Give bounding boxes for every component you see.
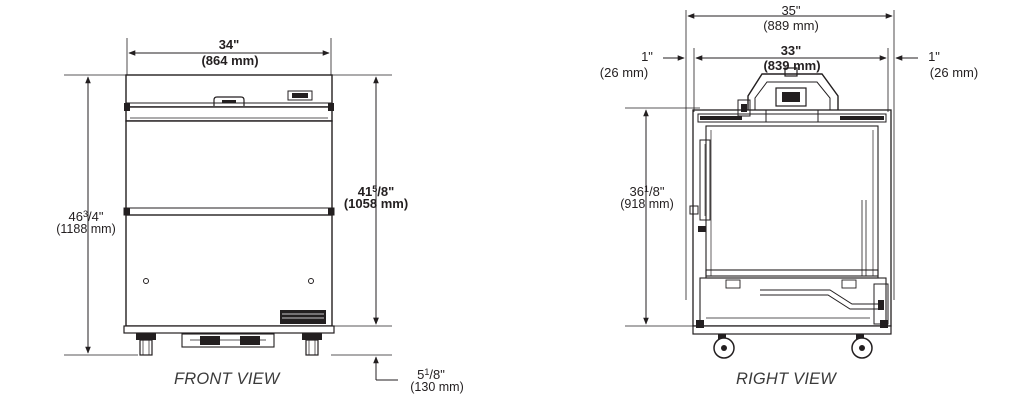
- right-right-offset-inches: 1": [928, 49, 940, 64]
- right-body-width-inches: 33": [780, 43, 802, 58]
- right-right-offset-mm: (26 mm): [929, 65, 979, 80]
- right-body-width-mm: (839 mm): [763, 58, 821, 73]
- front-caster-left: [136, 333, 156, 356]
- right-interior-height-mm: (918 mm): [620, 197, 674, 211]
- front-vent: [280, 310, 326, 324]
- front-cabinet-height-inches: 415/8": [357, 184, 395, 199]
- front-upper-door: [125, 120, 333, 214]
- front-cabinet-height-mm: (1058 mm): [343, 196, 409, 211]
- right-view-drawing: [625, 10, 918, 359]
- front-caster-right: [302, 333, 322, 356]
- right-left-offset-inches: 1": [641, 49, 653, 64]
- front-width-inches: 34": [218, 37, 240, 52]
- right-wheel-right: [851, 334, 873, 359]
- front-total-height-mm: (1188 mm): [56, 222, 116, 236]
- front-width-mm: (864 mm): [201, 53, 259, 68]
- right-view-caption: RIGHT VIEW: [736, 370, 837, 388]
- front-view-drawing: [64, 38, 398, 381]
- front-lower-door: [125, 214, 333, 327]
- front-total-height-inches: 463/4": [68, 209, 104, 224]
- front-caster-height-inches: 51/8": [417, 367, 445, 382]
- right-interior-height-inches: 361/8": [629, 184, 665, 199]
- right-wheel-left: [713, 334, 735, 359]
- right-total-width-mm: (889 mm): [763, 18, 819, 33]
- right-left-offset-mm: (26 mm): [599, 65, 649, 80]
- front-view-caption: FRONT VIEW: [174, 370, 280, 388]
- right-total-width-inches: 35": [781, 3, 801, 18]
- front-caster-height-mm: (130 mm): [410, 380, 464, 394]
- right-cabinet-outline: [692, 109, 892, 327]
